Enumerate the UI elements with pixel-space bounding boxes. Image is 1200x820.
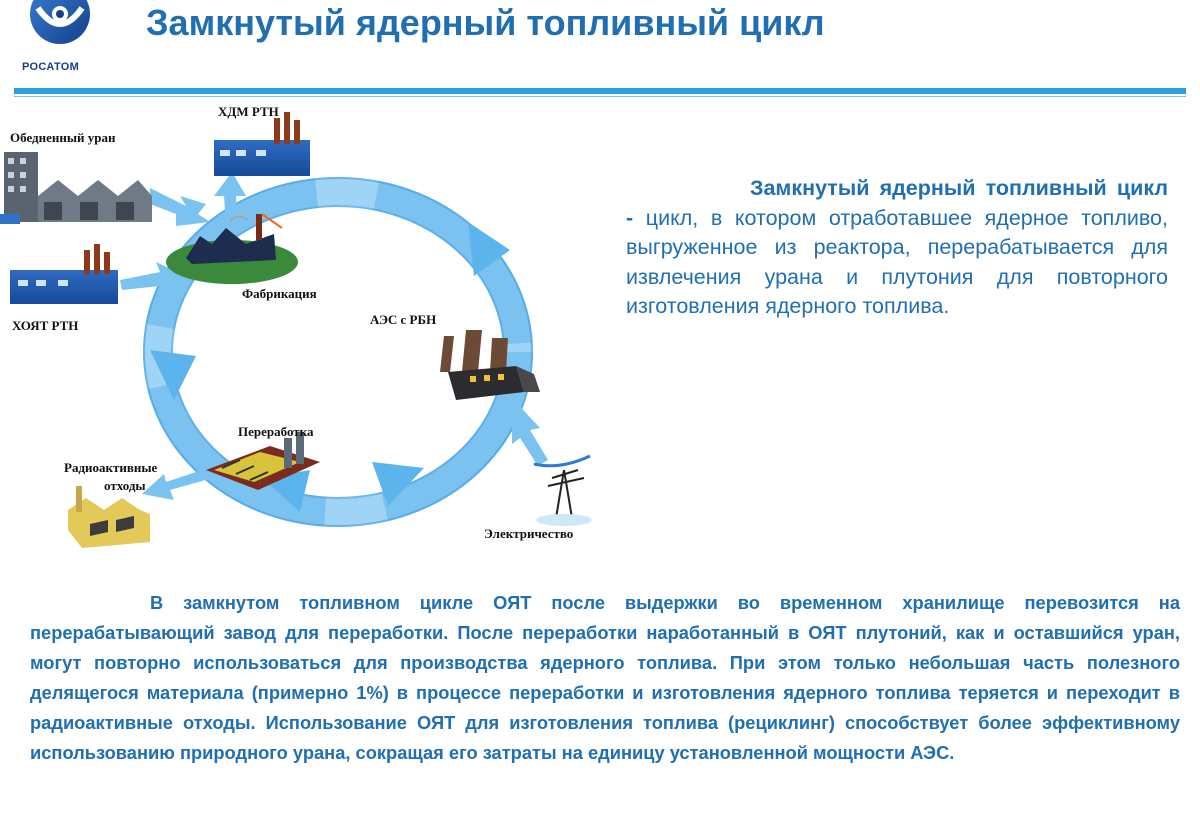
label-electricity: Электричество — [484, 526, 574, 541]
label-hoyat-rtn: ХОЯТ РТН — [12, 318, 79, 333]
description-paragraph: В замкнутом топливном цикле ОЯТ после вы… — [30, 592, 1180, 763]
definition-block: Замкнутый ядерный топливный цикл - цикл,… — [626, 174, 1168, 322]
cycle-ring — [143, 177, 533, 527]
label-reprocessing: Переработка — [238, 424, 314, 439]
logo-text: РОСАТОМ — [22, 61, 80, 73]
feed-arrows — [120, 172, 548, 500]
fuel-cycle-diagram — [0, 112, 592, 548]
electricity-pylon — [533, 454, 592, 526]
label-npp: АЭС с РБН — [370, 312, 437, 327]
header-divider-thin — [14, 96, 1186, 97]
hdm-rtn-building — [214, 112, 310, 176]
npp-building — [440, 330, 540, 400]
page-title: Замкнутый ядерный топливный цикл — [146, 2, 825, 43]
radioactive-waste-facility — [68, 486, 150, 548]
rosatom-logo — [30, 0, 90, 44]
label-fabrication: Фабрикация — [242, 286, 317, 301]
hoyat-rtn-building — [10, 244, 118, 304]
label-radioactive-waste-line1: Радиоактивные — [64, 460, 158, 475]
label-hdm-rtn: ХДМ РТН — [218, 104, 279, 119]
fabrication-plant — [166, 213, 298, 284]
label-depleted-uranium: Обедненный уран — [10, 130, 116, 145]
header-divider — [14, 88, 1186, 94]
reprocessing-plant — [206, 432, 320, 490]
definition-term: Замкнутый ядерный топливный цикл - — [626, 176, 1168, 230]
definition-text: цикл, в котором отработавшее ядерное топ… — [626, 205, 1168, 319]
depleted-uranium-building — [0, 152, 152, 224]
label-radioactive-waste-line2: отходы — [104, 478, 146, 493]
